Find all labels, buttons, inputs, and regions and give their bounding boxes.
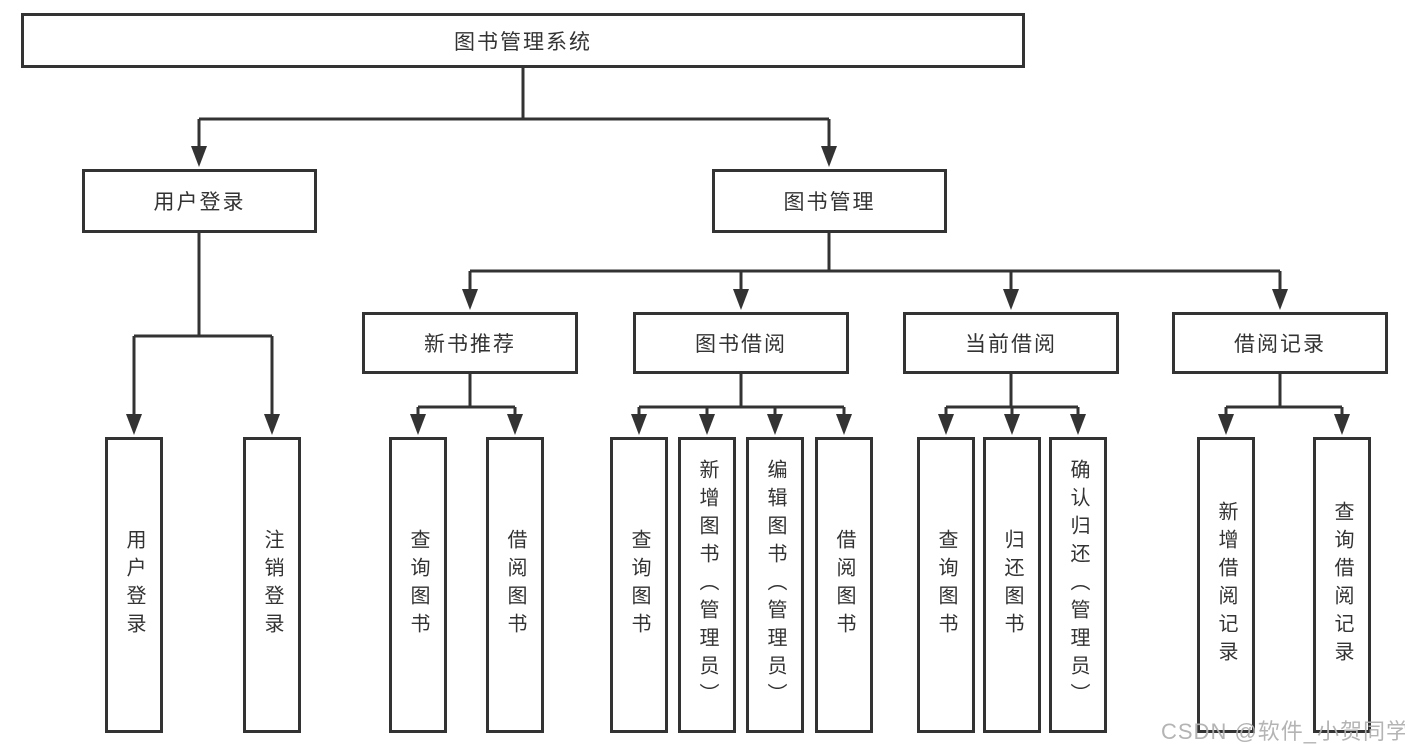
node-book-management: 图书管理 (712, 169, 947, 233)
arrow-down-icon (507, 414, 523, 435)
arrow-down-icon (462, 289, 478, 310)
arrow-down-icon (699, 414, 715, 435)
arrow-down-icon (1334, 414, 1350, 435)
arrow-down-icon (836, 414, 852, 435)
leaf-current-confirm-return-admin: 确认归还（管理员） (1049, 437, 1107, 733)
leaf-newbook-query-books: 查询图书 (389, 437, 447, 733)
arrow-down-icon (191, 146, 207, 167)
leaf-records-query-record: 查询借阅记录 (1313, 437, 1371, 733)
leaf-borrowing-query-books: 查询图书 (610, 437, 668, 733)
leaf-borrowing-borrow-books: 借阅图书 (815, 437, 873, 733)
arrow-down-icon (126, 414, 142, 435)
node-root: 图书管理系统 (21, 13, 1025, 68)
leaf-user-login: 用户登录 (105, 437, 163, 733)
arrow-down-icon (410, 414, 426, 435)
node-user-login: 用户登录 (82, 169, 317, 233)
node-current-borrowing: 当前借阅 (903, 312, 1119, 374)
arrow-down-icon (264, 414, 280, 435)
arrow-down-icon (1003, 289, 1019, 310)
csdn-watermark: CSDN @软件_小贺同学 (1161, 719, 1405, 744)
node-new-book-recommend: 新书推荐 (362, 312, 578, 374)
leaf-logout: 注销登录 (243, 437, 301, 733)
leaf-borrowing-edit-books-admin: 编辑图书（管理员） (746, 437, 804, 733)
arrow-down-icon (938, 414, 954, 435)
leaf-current-query-books: 查询图书 (917, 437, 975, 733)
leaf-records-add-record: 新增借阅记录 (1197, 437, 1255, 733)
node-borrowing-records: 借阅记录 (1172, 312, 1388, 374)
arrow-down-icon (1272, 289, 1288, 310)
leaf-newbook-borrow-books: 借阅图书 (486, 437, 544, 733)
arrow-down-icon (733, 289, 749, 310)
arrow-down-icon (1070, 414, 1086, 435)
node-book-borrowing: 图书借阅 (633, 312, 849, 374)
leaf-current-return-books: 归还图书 (983, 437, 1041, 733)
leaf-borrowing-add-books-admin: 新增图书（管理员） (678, 437, 736, 733)
arrow-down-icon (821, 146, 837, 167)
arrow-down-icon (631, 414, 647, 435)
arrow-down-icon (1218, 414, 1234, 435)
arrow-down-icon (767, 414, 783, 435)
arrow-down-icon (1004, 414, 1020, 435)
